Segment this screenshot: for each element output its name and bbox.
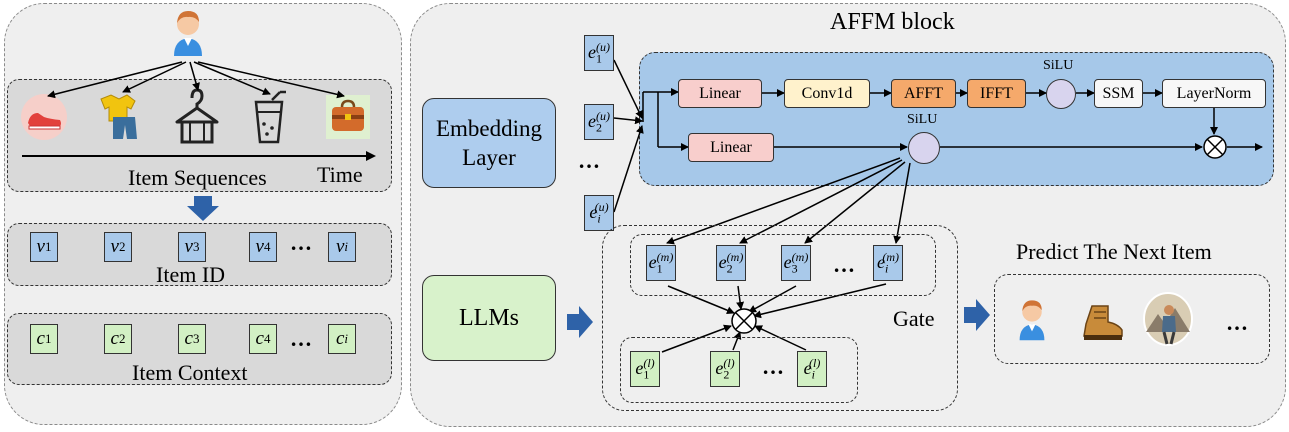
gate-region [602, 225, 958, 411]
user-icon [174, 11, 202, 56]
m-ellipsis: … [833, 252, 857, 277]
item-sequences-label: Item Sequences [128, 165, 267, 190]
m-vector-i: ei(m) [873, 245, 903, 281]
silu-bottom-label: SiLU [907, 112, 938, 127]
sneaker-icon [21, 94, 67, 140]
embedding-label-1: Embedding [435, 116, 543, 141]
user-icon [1019, 300, 1045, 341]
u-vector-1: e1(u) [584, 35, 614, 71]
predict-box [994, 274, 1270, 364]
m-vector-3: e3(m) [781, 245, 811, 281]
l-vector-1: e1(l) [630, 351, 660, 387]
silu-top-label: SiLU [1043, 58, 1074, 73]
predict-label: Predict The Next Item [1016, 239, 1212, 264]
llms-arrow-icon [567, 306, 593, 338]
item-id-label: Item ID [156, 262, 226, 287]
ssm-block: SSM [1094, 79, 1143, 108]
linear-top-block: Linear [678, 79, 762, 108]
layernorm-block: LayerNorm [1162, 79, 1266, 108]
gate-multiply-icon [731, 308, 757, 334]
time-label: Time [317, 162, 363, 187]
conv1d-block: Conv1d [784, 79, 870, 108]
ifft-block: IFFT [967, 79, 1026, 108]
item-context-label: Item Context [132, 360, 248, 385]
silu-bottom-circle [908, 132, 940, 164]
affm-title: AFFM block [830, 9, 955, 35]
cup-icon [254, 90, 286, 144]
context-ellipsis: … [290, 326, 314, 351]
l-vectors-box [620, 337, 858, 403]
u-vector-i: ei(u) [584, 195, 614, 231]
l-vector-2: e2(l) [710, 351, 740, 387]
embedding-label-2: Layer [462, 145, 516, 170]
l-vector-i: ei(l) [797, 351, 827, 387]
bag-icon [326, 95, 370, 139]
l-ellipsis: … [762, 354, 786, 379]
u-ellipsis: … [578, 148, 602, 173]
embedding-layer-box: Embedding Layer [422, 98, 556, 188]
llms-box: LLMs [422, 275, 556, 361]
m-vector-2: e2(m) [716, 245, 746, 281]
boot-icon [1083, 305, 1123, 340]
clothes-icon [100, 94, 137, 139]
m-vector-1: e1(m) [646, 245, 676, 281]
hiker-icon [1143, 292, 1193, 346]
predict-ellipsis: … [1226, 310, 1250, 335]
linear-bottom-block: Linear [688, 133, 774, 162]
gate-arrow-icon [964, 299, 990, 331]
silu-top-circle [1046, 79, 1076, 109]
affm-core-region [639, 52, 1274, 186]
time-arrow [22, 151, 376, 161]
gate-label: Gate [893, 306, 935, 331]
down-arrow-icon [187, 196, 219, 221]
id-ellipsis: … [290, 230, 314, 255]
u-vector-2: e2(u) [584, 104, 614, 140]
multiply-icon [1203, 135, 1227, 159]
m-vectors-box [630, 234, 936, 296]
afft-block: AFFT [891, 79, 956, 108]
llms-label: LLMs [459, 304, 519, 331]
hanger-icon [175, 88, 219, 144]
